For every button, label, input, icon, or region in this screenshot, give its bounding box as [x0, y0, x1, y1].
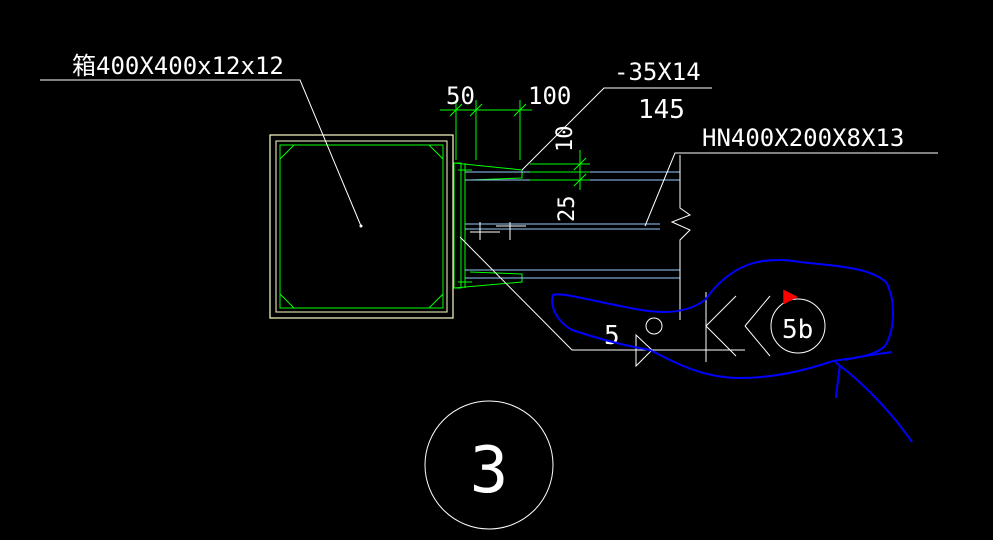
top-haunch-plate	[453, 162, 523, 181]
detail-number-circle	[424, 400, 554, 530]
red-flag-marker	[784, 290, 798, 304]
weld-ref-circle	[770, 298, 826, 354]
top-dimensions	[440, 100, 532, 160]
bottom-haunch-plate	[453, 271, 523, 289]
weld-size-label: 5	[604, 321, 620, 351]
steel-beam	[465, 171, 680, 279]
plate-label: -35X14	[614, 58, 701, 86]
end-plate	[453, 162, 462, 289]
corner-weld-br	[427, 292, 444, 309]
beam-leader	[644, 152, 938, 227]
plate-leader	[521, 87, 712, 171]
beam-label: HN400X200X8X13	[702, 124, 904, 152]
column-inner-outline	[275, 140, 448, 313]
markup-blue-outline	[551, 258, 894, 380]
box-column-leader	[40, 79, 362, 227]
dim-10-label: 10	[553, 126, 578, 153]
column-green-inner	[279, 144, 444, 309]
corner-weld-tr	[427, 144, 444, 161]
dim-25-label: 25	[555, 196, 580, 223]
beam-break-line	[670, 155, 692, 320]
dim-50-label: 50	[446, 82, 475, 110]
weld-ref-label: 5b	[782, 315, 813, 345]
box-section-label: 箱400X400x12x12	[72, 52, 284, 80]
side-dimensions	[530, 150, 590, 190]
plate-length-label: 145	[638, 95, 685, 125]
weld-field-circle	[645, 317, 663, 335]
web-bolts	[470, 222, 526, 240]
markup-blue-tail	[834, 351, 913, 443]
dim-100-label: 100	[528, 82, 571, 110]
weld-triangle	[635, 333, 653, 368]
weld-symbol	[459, 236, 826, 368]
box-column	[269, 134, 454, 319]
detail-number-label: 3	[470, 434, 509, 508]
column-outer-outline	[269, 134, 454, 319]
corner-weld-tl	[279, 144, 296, 161]
corner-weld-bl	[279, 292, 296, 309]
